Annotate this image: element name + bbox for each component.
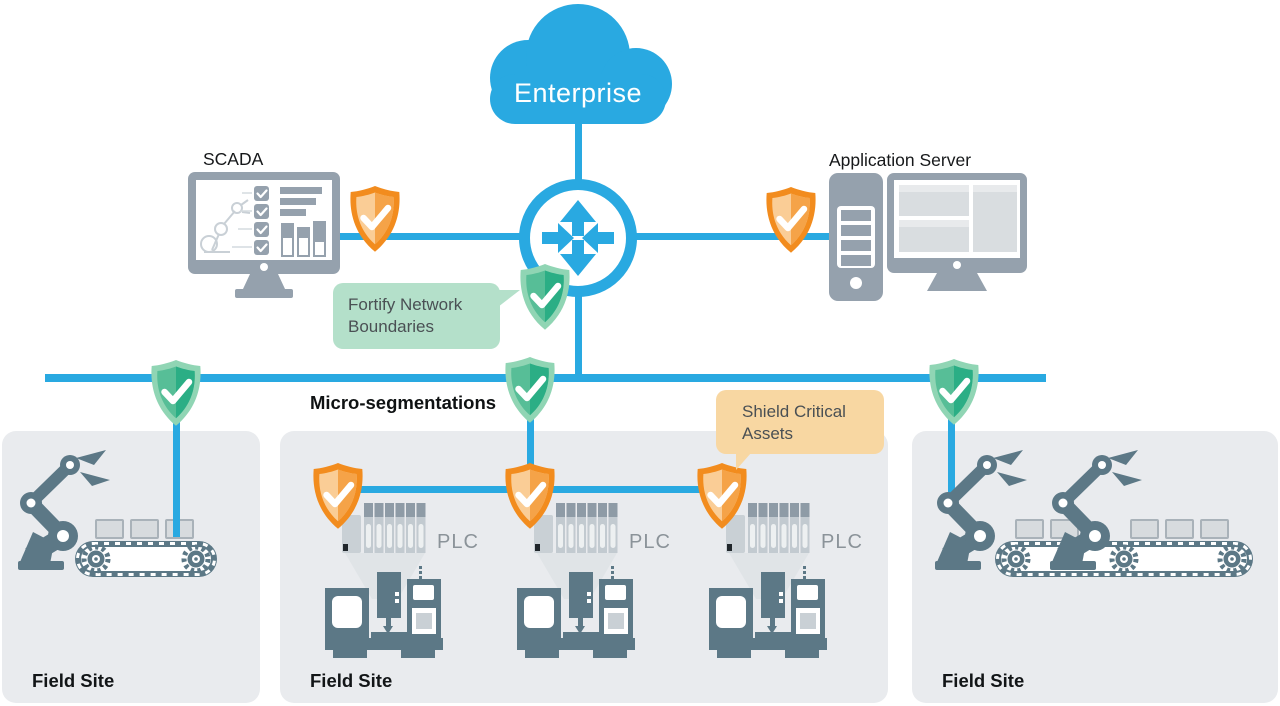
network-line-right-drop [948, 382, 955, 494]
plc-label: PLC [821, 531, 863, 553]
green-shield-icon [502, 356, 558, 424]
crate-icon [1200, 519, 1229, 539]
fortify-callout-text: Fortify Network Boundaries [348, 295, 463, 336]
shield-assets-callout: Shield Critical Assets [716, 390, 884, 470]
router-arrows-icon [542, 200, 614, 276]
crate-icon [1015, 519, 1044, 539]
fortify-callout: Fortify Network Boundaries [333, 283, 520, 349]
orange-shield-icon [694, 462, 750, 530]
network-line-cloud-router [575, 112, 582, 184]
plc-machine-group: PLC [310, 462, 510, 667]
network-line-middle-drop [527, 382, 534, 490]
network-line-router-bus [575, 290, 582, 382]
robot-arm-icon [1050, 448, 1150, 573]
crate-icon [130, 519, 159, 539]
green-shield-icon [148, 359, 204, 427]
cnc-machine-icon [325, 566, 445, 658]
scada-label: SCADA [203, 149, 264, 169]
plc-machine-group: PLC [502, 462, 702, 667]
orange-shield-icon [763, 186, 819, 254]
scada-monitor-icon [188, 172, 340, 298]
orange-shield-icon [310, 462, 366, 530]
field-site-label: Field Site [32, 670, 115, 691]
orange-shield-icon [347, 185, 403, 253]
orange-shield-icon [502, 462, 558, 530]
app-server-tower-icon [829, 173, 883, 301]
enterprise-cloud: Enterprise [468, 2, 688, 126]
conveyor-belt-icon [75, 541, 217, 577]
field-site-label: Field Site [310, 670, 393, 691]
application-server-label: Application Server [829, 150, 972, 170]
enterprise-label: Enterprise [513, 78, 643, 108]
crate-icon [1165, 519, 1194, 539]
cnc-machine-icon [517, 566, 637, 658]
green-shield-icon [926, 358, 982, 426]
plc-label: PLC [629, 531, 671, 553]
plc-machine-group: PLC [694, 462, 894, 667]
crate-icon [1130, 519, 1159, 539]
app-server-monitor-icon [887, 173, 1027, 291]
field-site-label: Field Site [942, 670, 1025, 691]
shield-assets-callout-text: Shield Critical Assets [742, 402, 846, 443]
micro-segmentations-label: Micro-segmentations [310, 392, 497, 413]
cnc-machine-icon [709, 566, 829, 658]
crate-icon [95, 519, 124, 539]
plc-label: PLC [437, 531, 479, 553]
green-shield-icon [517, 263, 573, 331]
cloud-icon [490, 4, 672, 124]
network-line-left-drop [173, 382, 180, 537]
router-icon [519, 179, 637, 297]
